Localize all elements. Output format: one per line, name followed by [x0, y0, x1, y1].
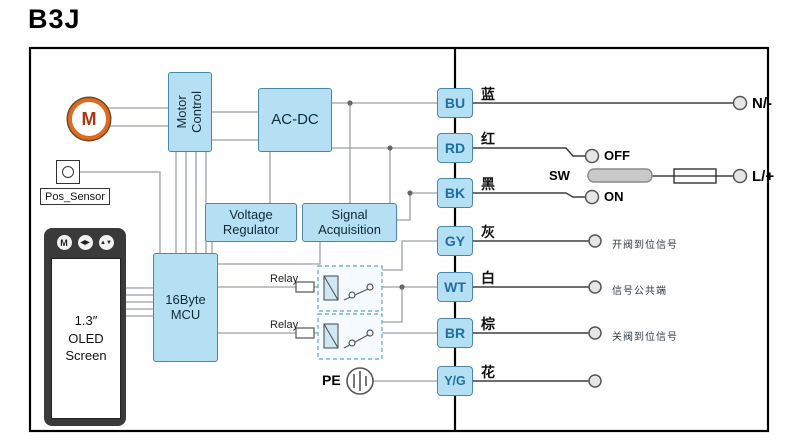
l-terminal-circle — [732, 168, 748, 184]
pe-earth-icon — [346, 367, 374, 395]
voltage-regulator-label-2: Regulator — [222, 221, 280, 237]
terminal-circles — [584, 95, 748, 388]
mcu-label-1: 16Byte — [165, 291, 206, 307]
up-down-button-icon: ▲▼ — [98, 235, 114, 250]
n-label: N/- — [752, 95, 772, 112]
wire-color-black: 黑 — [481, 176, 495, 192]
oled-panel: M ◀▶ ▲▼ 1.3″ OLED Screen — [44, 228, 126, 426]
motor-icon: M — [68, 98, 110, 140]
l-label: L/+ — [752, 168, 775, 185]
wire-color-white: 白 — [481, 270, 495, 286]
terminal-bu: BU — [437, 88, 473, 118]
outer-frame — [28, 46, 770, 433]
relay1-label: Relay — [270, 273, 299, 285]
pe-label: PE — [322, 372, 341, 388]
wire-color-gray: 灰 — [481, 224, 495, 240]
pos-sensor-icon — [56, 160, 80, 184]
external-wires — [473, 102, 734, 382]
close-signal-circle — [588, 326, 602, 340]
terminal-wt: WT — [437, 272, 473, 302]
terminal-br: BR — [437, 318, 473, 348]
terminal-yg: Y/G — [437, 366, 473, 396]
oled-screen-line-3: Screen — [65, 348, 107, 364]
junction-dots — [347, 100, 413, 290]
oled-screen-line-1: 1.3″ — [74, 313, 98, 329]
mcu-label-2: MCU — [170, 306, 201, 322]
terminal-bk: BK — [437, 178, 473, 208]
relay1-symbol — [317, 265, 383, 312]
wire-color-blue: 蓝 — [481, 86, 495, 102]
motor-control-block: Motor Control — [168, 72, 212, 152]
on-terminal-circle — [584, 189, 600, 205]
oled-screen-line-2: OLED — [68, 330, 104, 346]
pos-sensor-dot — [62, 166, 74, 178]
open-signal-circle — [588, 234, 602, 248]
sw-label: SW — [549, 168, 570, 183]
signal-acquisition-block: Signal Acquisition — [302, 203, 397, 242]
page-title: B3J — [28, 4, 81, 34]
close-signal-label: 关阀到位信号 — [612, 332, 678, 343]
off-terminal-circle — [584, 148, 600, 164]
on-label: ON — [604, 189, 624, 204]
n-terminal-circle — [732, 95, 748, 111]
oled-screen: 1.3″ OLED Screen — [51, 258, 121, 419]
common-signal-label: 信号公共端 — [612, 286, 667, 297]
wire-color-red: 红 — [481, 131, 495, 147]
wire-color-stripe: 花 — [481, 364, 495, 380]
open-signal-label: 开阀到位信号 — [612, 240, 678, 251]
signal-acquisition-label-2: Acquisition — [318, 221, 381, 237]
motor-control-label-1: Motor — [174, 95, 190, 129]
common-signal-circle — [588, 280, 602, 294]
menu-button-icon: M — [56, 235, 72, 250]
off-label: OFF — [604, 148, 630, 163]
acdc-block: AC-DC — [258, 88, 332, 152]
motor-letter: M — [81, 108, 97, 129]
oled-buttons: M ◀▶ ▲▼ — [44, 235, 126, 250]
mcu-block: 16Byte MCU — [153, 253, 218, 362]
left-right-button-icon: ◀▶ — [77, 235, 93, 250]
relay2-symbol — [317, 313, 383, 360]
motor-control-label-2: Control — [188, 91, 204, 133]
yg-end-circle — [588, 374, 602, 388]
fuse-symbol — [673, 168, 717, 184]
terminal-gy: GY — [437, 226, 473, 256]
relay2-label: Relay — [270, 319, 299, 331]
pos-sensor-label: Pos_Sensor — [40, 188, 110, 205]
voltage-regulator-block: Voltage Regulator — [205, 203, 297, 242]
voltage-regulator-label-1: Voltage — [229, 206, 273, 222]
relay-resistors — [295, 281, 315, 339]
wire-color-brown: 棕 — [481, 316, 495, 332]
terminal-rd: RD — [437, 133, 473, 163]
sw-switch-symbol — [587, 168, 653, 183]
signal-acquisition-label-1: Signal — [331, 206, 368, 222]
